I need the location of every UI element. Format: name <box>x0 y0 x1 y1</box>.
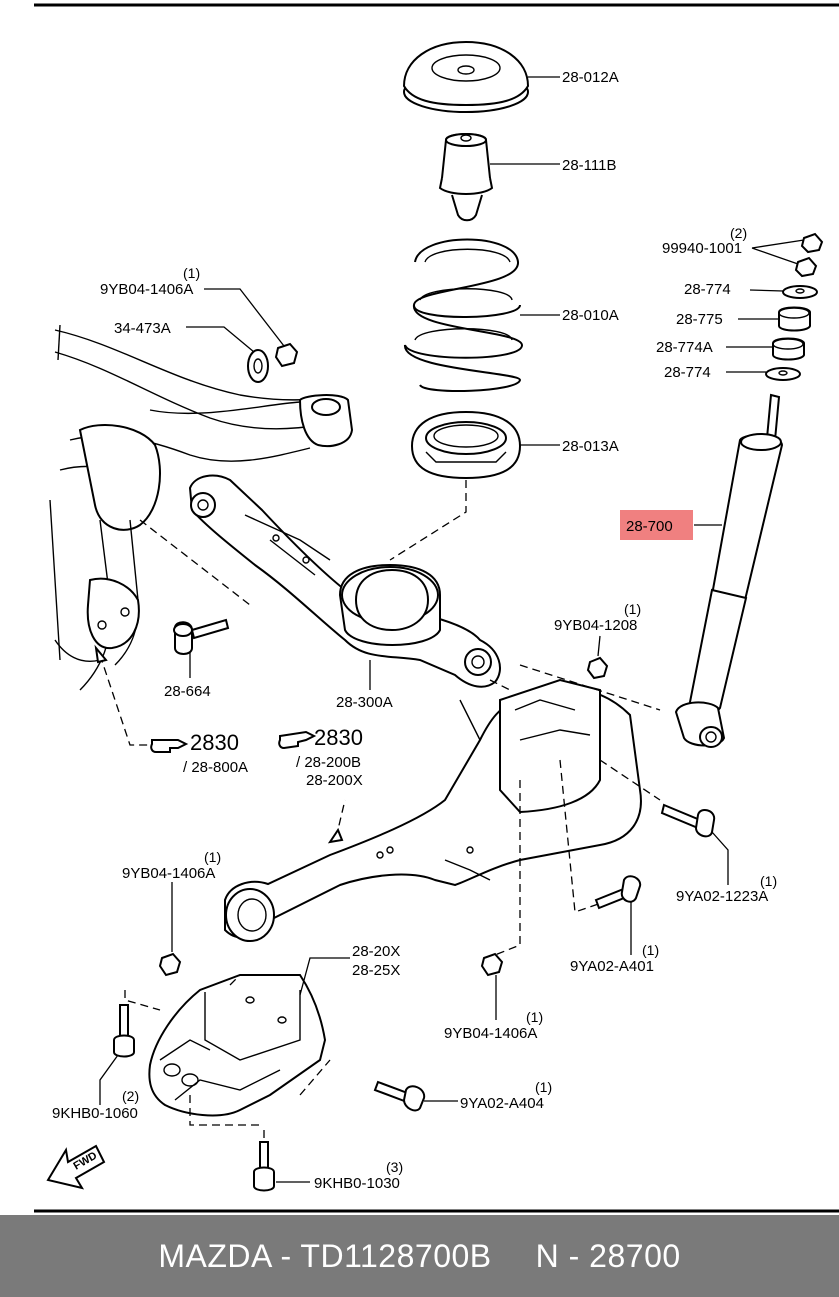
label-bushing-28-775: 28-775 <box>676 311 723 328</box>
spring-guide-line <box>389 480 467 561</box>
label-bushing-28-774a: 28-774A <box>656 339 713 356</box>
bolt-9ya02-a401 <box>594 875 642 910</box>
qty-bolt-9ya02-1223a: (1) <box>760 873 777 889</box>
nut-9yb04-1406a-upper <box>274 342 299 368</box>
hand-pointer-icon <box>150 739 189 753</box>
qty-nut-9yb04-1208: (1) <box>624 601 641 617</box>
coil-spring <box>403 238 524 392</box>
qty-nut-99940: (2) <box>730 225 747 241</box>
label-coil-spring: 28-010A <box>562 307 619 324</box>
label-bolt-9khb0-1060: 9KHB0-1060 <box>52 1105 138 1122</box>
ref-arrowhead-right <box>327 827 344 844</box>
qty-nut-9yb04-upper: (1) <box>183 265 200 281</box>
label-nut-99940: 99940-1001 <box>662 240 742 257</box>
footer-brand-part: MAZDA - TD1128700B <box>158 1237 492 1274</box>
label-nut-9yb04-1208: 9YB04-1208 <box>554 617 637 634</box>
bump-stopper <box>438 133 494 222</box>
mounting-bracket <box>148 974 327 1117</box>
qty-bolt-9ya02-a404: (1) <box>535 1079 552 1095</box>
fwd-arrow-icon: FWD <box>46 1144 106 1190</box>
label-nut-9yb04-upper: 9YB04-1406A <box>100 281 193 298</box>
nut-9yb04-1406a-left <box>158 952 182 977</box>
hand-pointer-icon <box>278 730 317 750</box>
subframe-drawing <box>49 324 331 691</box>
washer-34-473a <box>247 349 269 383</box>
bolt-9khb0-1060 <box>113 1004 135 1058</box>
ref-2830-right: 2830 <box>314 725 363 750</box>
label-bolt-9ya02-1223a: 9YA02-1223A <box>676 888 768 905</box>
qty-bolt-9khb0-1060: (2) <box>122 1088 139 1104</box>
spring-seat-upper <box>402 40 530 113</box>
label-washer-28-774-top: 28-774 <box>684 281 731 298</box>
label-spring-seat-lower: 28-013A <box>562 438 619 455</box>
trailing-arm <box>224 678 642 942</box>
part-number-footer: MAZDA - TD1128700B N - 28700 <box>0 1215 839 1297</box>
bolt-9ya02-1223a <box>660 803 716 838</box>
label-lower-arm: 28-300A <box>336 694 393 711</box>
label-bump-stopper: 28-111B <box>562 157 617 174</box>
label-washer-34-473a: 34-473A <box>114 320 171 337</box>
label-bracket-28-20x: 28-20X <box>352 943 400 960</box>
bolt-28-664 <box>173 618 230 655</box>
qty-bolt-9khb0-1030: (3) <box>386 1159 403 1175</box>
upper-arm-bushing <box>149 394 354 448</box>
exploded-parts-diagram: FWD 28-012A 28-111B 28-0 <box>34 3 839 1213</box>
nut-9yb04-1208 <box>586 656 609 680</box>
qty-nut-9yb04-left: (1) <box>204 849 221 865</box>
footer-ref-number: N - 28700 <box>535 1237 681 1274</box>
label-washer-28-774-bottom: 28-774 <box>664 364 711 381</box>
bracket-guide-lines <box>124 974 331 1126</box>
ref-2830-right-sub2: 28-200X <box>306 772 363 789</box>
ref-arrowhead-left <box>94 644 108 664</box>
qty-bolt-9ya02-a401: (1) <box>642 942 659 958</box>
ref-arrow-left <box>99 654 152 746</box>
label-nut-9yb04-left: 9YB04-1406A <box>122 865 215 882</box>
lower-arm <box>188 474 501 688</box>
spring-seat-lower <box>410 410 522 480</box>
ref-2830-left-sub: / 28-800A <box>183 759 248 776</box>
trailing-arm-guide-lower <box>494 780 521 956</box>
ref-2830-right-sub1: / 28-200B <box>296 754 361 771</box>
label-bolt-9ya02-a404: 9YA02-A404 <box>460 1095 544 1112</box>
label-bolt-9ya02-a401: 9YA02-A401 <box>570 958 654 975</box>
label-bracket-28-25x: 28-25X <box>352 962 400 979</box>
lower-arm-guide-line <box>139 519 251 606</box>
label-shock-absorber: 28-700 <box>626 518 673 535</box>
nut-9yb04-1406a-lower-right <box>480 952 504 977</box>
shock-mount-hardware <box>765 232 824 381</box>
qty-nut-9yb04-bottom: (1) <box>526 1009 543 1025</box>
label-spring-seat-upper: 28-012A <box>562 69 619 86</box>
bolt-9khb0-1030 <box>253 1141 275 1192</box>
label-bolt-28-664: 28-664 <box>164 683 211 700</box>
label-bolt-9khb0-1030: 9KHB0-1030 <box>314 1175 400 1192</box>
ref-2830-left: 2830 <box>190 730 239 755</box>
leader-lines <box>99 76 805 1183</box>
bolt-9ya02-a404 <box>373 1080 426 1112</box>
highlight-box <box>620 510 693 540</box>
label-nut-9yb04-bottom: 9YB04-1406A <box>444 1025 537 1042</box>
shock-absorber <box>674 393 784 748</box>
